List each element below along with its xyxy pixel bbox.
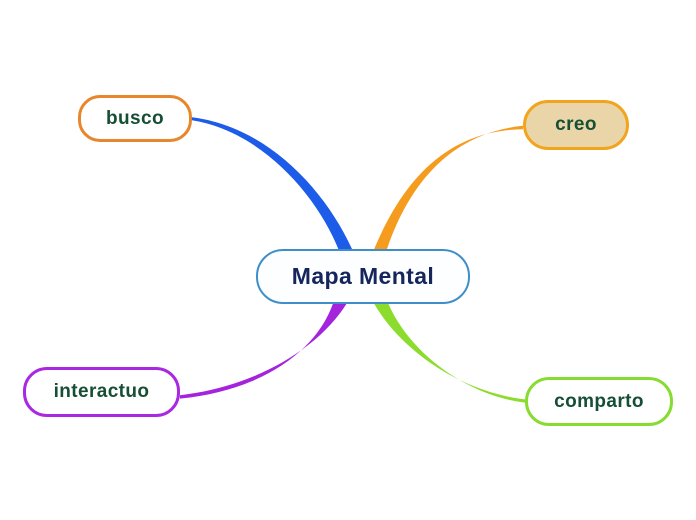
connector-busco xyxy=(192,117,352,251)
branch-node-creo-label: creo xyxy=(555,114,597,135)
central-node[interactable]: Mapa Mental xyxy=(256,249,470,304)
connector-comparto xyxy=(374,303,525,403)
branch-node-creo[interactable]: creo xyxy=(523,100,629,150)
branch-node-comparto[interactable]: comparto xyxy=(525,377,673,426)
branch-node-busco-label: busco xyxy=(106,107,164,129)
connector-creo xyxy=(374,125,523,250)
central-node-label: Mapa Mental xyxy=(291,263,435,289)
branch-node-comparto-label: comparto xyxy=(554,390,644,412)
branch-node-busco[interactable]: busco xyxy=(78,95,192,142)
branch-node-interactuo-label: interactuo xyxy=(53,381,150,402)
connector-interactuo xyxy=(180,303,347,399)
branch-node-interactuo[interactable]: interactuo xyxy=(23,367,180,417)
